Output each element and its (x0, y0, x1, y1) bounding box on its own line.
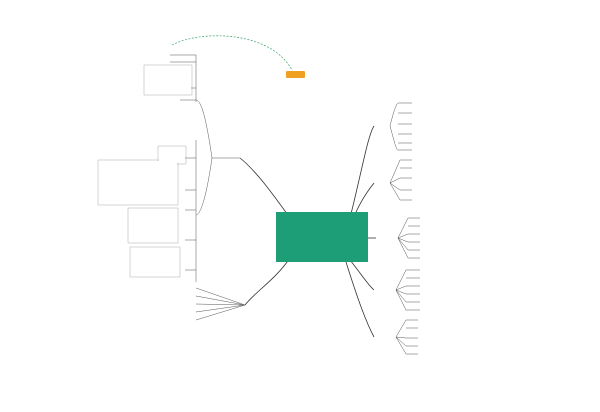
note-2 (159, 147, 185, 163)
note-4 (129, 209, 177, 242)
connector-c3 (349, 125, 375, 219)
note-5 (131, 248, 179, 276)
note-1 (145, 66, 191, 94)
connector-c1 (239, 157, 291, 219)
connector-c6 (349, 259, 375, 291)
highlight-badge (286, 71, 305, 78)
connector-c7 (345, 261, 375, 338)
connector-c2 (244, 257, 291, 306)
central-topic (276, 212, 368, 262)
dashed-link (171, 35, 293, 71)
note-3 (99, 161, 177, 204)
